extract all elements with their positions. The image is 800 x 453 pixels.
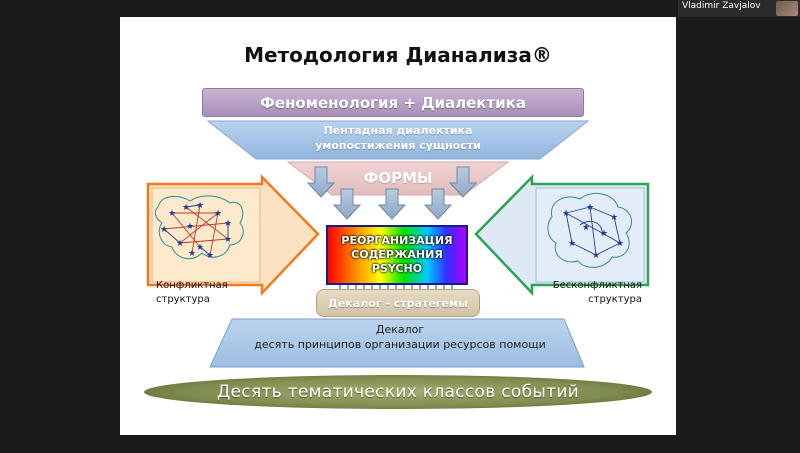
svg-text:★: ★ bbox=[610, 213, 618, 223]
decalog-label: Декалог десять принципов организации рес… bbox=[215, 322, 585, 352]
down-arrows bbox=[306, 166, 478, 220]
slide-graphics: ★★★ ★★★ ★★★ ★★★ ★★★ ★★★ ★★ bbox=[144, 120, 652, 409]
pentadic-funnel bbox=[206, 120, 590, 160]
svg-text:★: ★ bbox=[600, 229, 608, 239]
harmony-structure-label: Бесконфликтная структура bbox=[534, 279, 642, 307]
down-arrow-3 bbox=[332, 188, 362, 220]
down-arrow-5 bbox=[423, 188, 453, 220]
harmony-network-stars: ★★★ ★★★ ★★ bbox=[562, 203, 624, 261]
reorganization-line-3: PSYCHO bbox=[371, 262, 423, 275]
svg-text:★: ★ bbox=[206, 251, 214, 261]
pentadic-line-2: умопостижения сущности bbox=[315, 139, 481, 152]
decalog-strategems-label: Декалог - стратегемы bbox=[328, 296, 468, 310]
svg-text:★: ★ bbox=[168, 209, 176, 219]
harmony-network-links bbox=[565, 206, 621, 256]
svg-text:★: ★ bbox=[582, 223, 590, 233]
reorganization-line-1: РЕОРГАНИЗАЦИЯ bbox=[341, 234, 453, 247]
phenomenology-label: Феноменология + Диалектика bbox=[260, 93, 526, 112]
down-arrow-2 bbox=[448, 166, 478, 198]
decalog-strategems-box: Декалог - стратегемы bbox=[316, 289, 480, 317]
event-classes-label: Десять тематических классов событий bbox=[216, 382, 580, 402]
participant-video-thumbnail bbox=[776, 1, 798, 16]
conflict-network-outline bbox=[154, 195, 244, 260]
participant-video-tile[interactable]: Vladimir Zavjalov bbox=[678, 0, 800, 17]
svg-text:★: ★ bbox=[182, 203, 190, 213]
pentadic-label: Пентадная диалектика умопостижения сущно… bbox=[280, 123, 516, 153]
svg-text:★: ★ bbox=[586, 203, 594, 213]
phenomenology-banner: Феноменология + Диалектика bbox=[202, 88, 584, 117]
svg-text:★: ★ bbox=[592, 251, 600, 261]
conflict-structure-label: Конфликтная структура bbox=[156, 279, 228, 307]
harmony-structure-line-1: Бесконфликтная bbox=[552, 280, 642, 291]
svg-text:★: ★ bbox=[196, 243, 204, 253]
svg-text:★: ★ bbox=[188, 249, 196, 259]
harmony-network-outline bbox=[547, 192, 633, 268]
decalog-subtitle: десять принципов организации ресурсов по… bbox=[254, 338, 546, 351]
pentadic-line-1: Пентадная диалектика bbox=[323, 124, 473, 137]
conflict-network-lines bbox=[163, 204, 229, 256]
svg-text:★: ★ bbox=[214, 209, 222, 219]
svg-text:★: ★ bbox=[224, 235, 232, 245]
reorganization-box: РЕОРГАНИЗАЦИЯ СОДЕРЖАНИЯ PSYCHO bbox=[326, 225, 468, 285]
conflict-network-links bbox=[163, 204, 229, 256]
harmony-structure-line-2: структура bbox=[588, 294, 642, 305]
participant-name: Vladimir Zavjalov bbox=[682, 1, 761, 11]
svg-text:★: ★ bbox=[562, 209, 570, 219]
reorganization-line-2: СОДЕРЖАНИЯ bbox=[351, 248, 443, 261]
event-classes-ellipse bbox=[144, 375, 652, 409]
left-panel bbox=[151, 187, 261, 283]
svg-text:★: ★ bbox=[160, 225, 168, 235]
svg-text:★: ★ bbox=[616, 239, 624, 249]
svg-text:★: ★ bbox=[196, 201, 204, 211]
conflict-structure-line-2: структура bbox=[156, 294, 210, 305]
forms-label: ФОРМЫ bbox=[363, 169, 433, 187]
decalog-title: Декалог bbox=[375, 323, 425, 336]
down-arrow-4 bbox=[377, 188, 407, 220]
down-arrow-1 bbox=[306, 166, 336, 198]
slide-title: Методология Дианализа® bbox=[244, 43, 552, 67]
svg-text:★: ★ bbox=[186, 222, 194, 232]
decalog-band bbox=[209, 318, 585, 368]
conflict-network-stars: ★★★ ★★★ ★★★ ★★★ bbox=[160, 201, 232, 261]
conflict-structure-line-1: Конфликтная bbox=[156, 280, 228, 291]
svg-text:★: ★ bbox=[568, 239, 576, 249]
svg-text:★: ★ bbox=[224, 219, 232, 229]
svg-text:★: ★ bbox=[176, 239, 184, 249]
shared-slide: ★★★ ★★★ ★★★ ★★★ ★★★ ★★★ ★★ bbox=[120, 17, 676, 435]
